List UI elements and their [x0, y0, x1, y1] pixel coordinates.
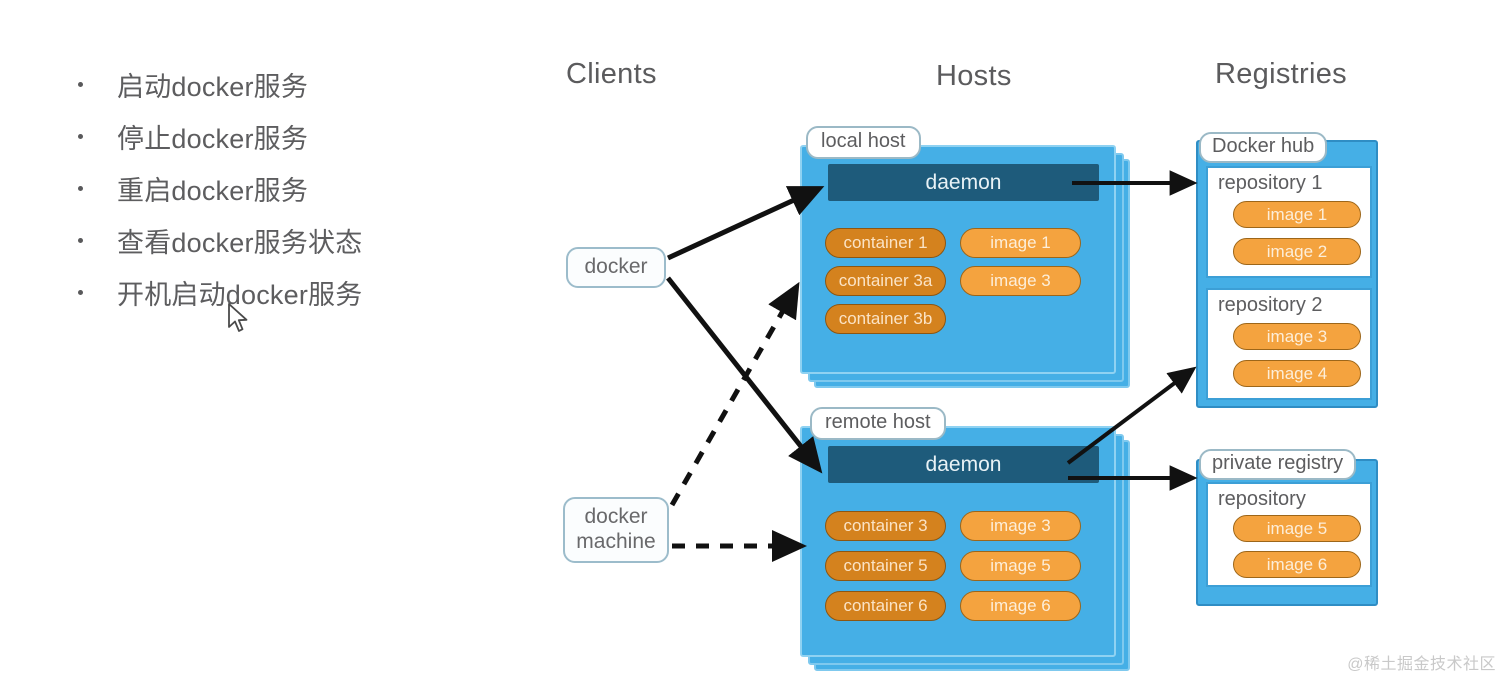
bullet-dot-icon	[78, 185, 83, 191]
image-label: image 3	[1266, 326, 1328, 346]
bullet-text: 重启docker服务	[117, 175, 309, 206]
container-label: container 1	[843, 233, 928, 252]
container-pill[interactable]: container 6	[825, 591, 946, 621]
column-heading-hosts: Hosts	[936, 60, 1012, 92]
image-pill[interactable]: image 1	[960, 228, 1081, 258]
image-label: image 1	[1266, 204, 1328, 224]
list-item: 启动docker服务	[78, 58, 508, 110]
list-item: 重启docker服务	[78, 162, 508, 214]
bullet-dot-icon	[78, 289, 83, 295]
client-node-docker-machine[interactable]: docker machine	[563, 497, 669, 563]
image-label: image 2	[1266, 241, 1328, 261]
arrow-docker-machine-to-local-host	[669, 281, 800, 507]
container-pill[interactable]: container 3a	[825, 266, 946, 296]
list-item: 开机启动docker服务	[78, 266, 508, 318]
image-pill[interactable]: image 3	[960, 266, 1081, 296]
image-pill[interactable]: image 3	[1233, 323, 1361, 350]
bullet-list: 启动docker服务 停止docker服务 重启docker服务 查看docke…	[78, 58, 508, 318]
repository-box[interactable]: repository 1 image 1 image 2	[1206, 166, 1372, 278]
client-node-label-line2: machine	[576, 530, 656, 553]
client-node-docker[interactable]: docker	[566, 247, 666, 288]
list-item: 查看docker服务状态	[78, 214, 508, 266]
container-pill[interactable]: container 3	[825, 511, 946, 541]
bullet-text: 停止docker服务	[117, 123, 309, 154]
container-pill[interactable]: container 1	[825, 228, 946, 258]
registry-docker-hub[interactable]: repository 1 image 1 image 2 repository …	[1196, 140, 1378, 408]
repository-box[interactable]: repository 2 image 3 image 4	[1206, 288, 1372, 400]
image-pill[interactable]: image 6	[1233, 551, 1361, 578]
host-label-remote-host: remote host	[810, 407, 946, 440]
image-pill[interactable]: image 2	[1233, 238, 1361, 265]
bullet-text: 开机启动docker服务	[117, 279, 363, 310]
image-pill[interactable]: image 5	[960, 551, 1081, 581]
repository-box[interactable]: repository image 5 image 6	[1206, 482, 1372, 587]
arrow-docker-to-remote-daemon	[666, 276, 823, 474]
container-label: container 3	[843, 516, 928, 535]
repository-title: repository 2	[1218, 294, 1323, 316]
host-remote-host[interactable]: daemon container 3 container 5 container…	[800, 426, 1130, 671]
host-label-local-host: local host	[806, 126, 921, 159]
client-node-label-line1: docker	[584, 505, 648, 529]
list-item: 停止docker服务	[78, 110, 508, 162]
bullet-dot-icon	[78, 237, 83, 243]
host-local-host[interactable]: daemon container 1 container 3a containe…	[800, 145, 1130, 388]
image-label: image 3	[990, 516, 1051, 535]
bullet-text: 查看docker服务状态	[117, 227, 363, 258]
image-pill[interactable]: image 1	[1233, 201, 1361, 228]
bullet-dot-icon	[78, 133, 83, 139]
watermark: @稀土掘金技术社区	[1347, 656, 1496, 673]
daemon-bar[interactable]: daemon	[828, 164, 1099, 201]
image-label: image 6	[1266, 554, 1328, 574]
registry-label-private-registry: private registry	[1199, 449, 1357, 480]
column-heading-registries: Registries	[1215, 58, 1347, 90]
daemon-label: daemon	[925, 452, 1002, 476]
image-label: image 6	[990, 596, 1051, 615]
client-node-label: docker	[584, 255, 648, 279]
daemon-label: daemon	[925, 170, 1002, 194]
image-pill[interactable]: image 5	[1233, 515, 1361, 542]
container-label: container 3a	[838, 271, 933, 290]
container-label: container 5	[843, 556, 928, 575]
repository-title: repository 1	[1218, 172, 1323, 194]
daemon-bar[interactable]: daemon	[828, 446, 1099, 483]
image-pill[interactable]: image 3	[960, 511, 1081, 541]
container-label: container 3b	[838, 309, 933, 328]
arrow-docker-to-local-daemon	[666, 186, 825, 261]
bullet-dot-icon	[78, 81, 83, 87]
column-heading-clients: Clients	[566, 58, 657, 90]
image-label: image 5	[1266, 518, 1328, 538]
container-pill[interactable]: container 5	[825, 551, 946, 581]
image-label: image 3	[990, 271, 1051, 290]
image-pill[interactable]: image 6	[960, 591, 1081, 621]
image-label: image 1	[990, 233, 1051, 252]
registry-private-registry[interactable]: repository image 5 image 6	[1196, 459, 1378, 606]
mouse-cursor-icon	[228, 303, 248, 332]
bullet-text: 启动docker服务	[117, 71, 309, 102]
container-pill[interactable]: container 3b	[825, 304, 946, 334]
container-label: container 6	[843, 596, 928, 615]
image-label: image 4	[1266, 363, 1328, 383]
repository-title: repository	[1218, 488, 1306, 510]
registry-label-docker-hub: Docker hub	[1199, 132, 1328, 163]
image-pill[interactable]: image 4	[1233, 360, 1361, 387]
image-label: image 5	[990, 556, 1051, 575]
